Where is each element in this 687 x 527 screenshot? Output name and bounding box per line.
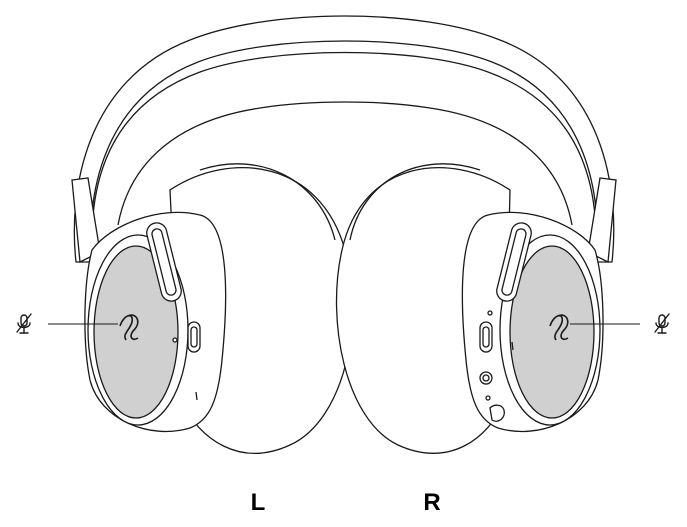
headband-outer (73, 15, 615, 263)
right-logo-icon (549, 314, 569, 341)
right-audio-jack-inner (482, 374, 490, 382)
right-usb-port-inner (482, 326, 490, 348)
right-indicator-dot (487, 310, 493, 316)
left-indicator-dot (172, 337, 178, 343)
right-cushion-outline (335, 167, 511, 454)
headband-cushion (117, 101, 573, 226)
right-cushion-fold (349, 163, 481, 241)
right-mic-callout (570, 313, 670, 334)
left-volume-slot-inner (151, 228, 177, 296)
left-earcup-touch-surface (93, 245, 179, 419)
right-volume-slot-inner (501, 228, 527, 296)
right-earcup (461, 211, 604, 433)
left-tick-mark (195, 391, 198, 401)
right-hinge (587, 177, 617, 264)
left-earcup (84, 211, 227, 433)
right-tick-mark (511, 341, 514, 351)
right-cable-socket (489, 404, 505, 422)
left-cushion-fold (199, 163, 336, 241)
right-ear-cushion (335, 163, 511, 454)
right-small-button (485, 395, 491, 401)
headband-inner-edge (91, 51, 597, 251)
left-mic-callout (16, 313, 118, 334)
left-usb-port-inner (190, 326, 198, 348)
headband (73, 15, 615, 263)
mic-mute-icon (16, 313, 32, 334)
hinges (71, 177, 617, 264)
mic-mute-icon (654, 313, 670, 334)
right-earcup-touch-surface (509, 245, 595, 419)
left-side-label: L (251, 489, 266, 516)
left-logo-icon (119, 314, 139, 341)
right-side-label: R (423, 489, 440, 516)
